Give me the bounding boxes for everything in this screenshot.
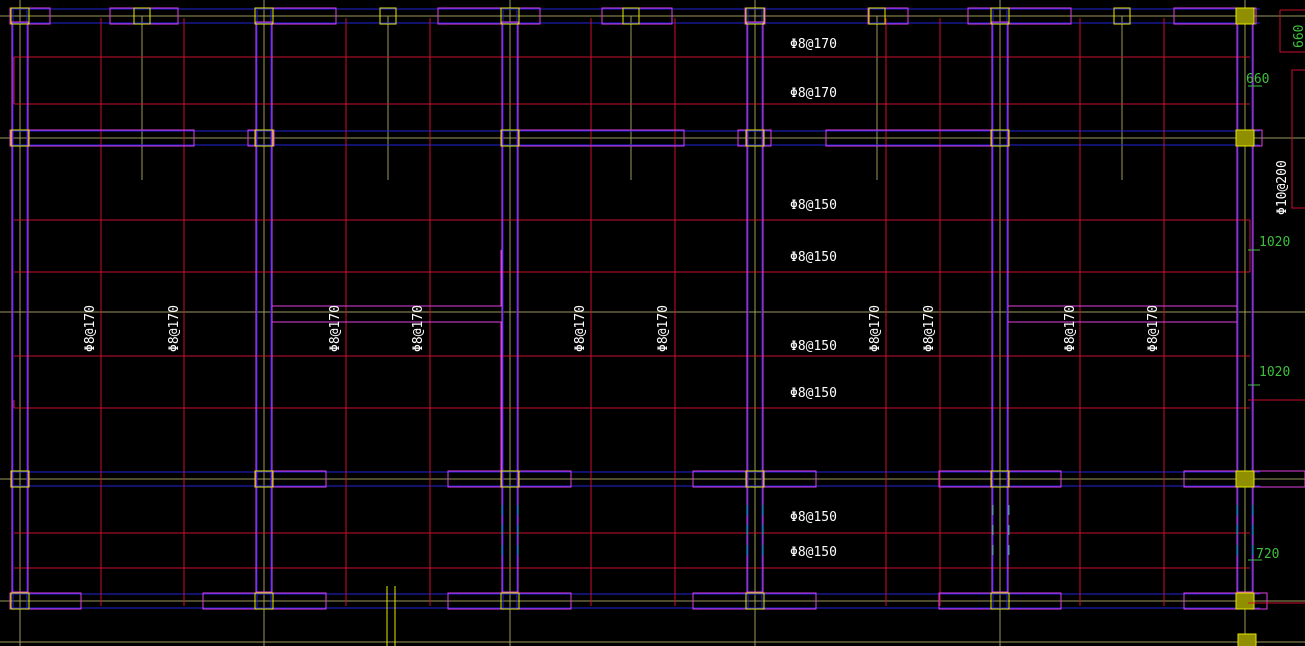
vertical-beam xyxy=(11,21,29,593)
column xyxy=(10,592,30,610)
column xyxy=(10,129,30,147)
beam-segment xyxy=(9,129,195,147)
dimension-lines xyxy=(1248,9,1305,604)
wall-return xyxy=(271,250,502,307)
rebar-label-vertical-5: Φ8@170 xyxy=(573,305,588,352)
column xyxy=(622,7,640,25)
beam-segment xyxy=(437,7,541,25)
dimension-660: 660 xyxy=(1246,72,1269,87)
column xyxy=(379,7,397,25)
column xyxy=(500,592,520,610)
column xyxy=(990,592,1010,610)
rebar-label-mid-4: Φ8@150 xyxy=(790,386,837,401)
rebar-label-vertical-6: Φ8@170 xyxy=(656,305,671,352)
rebar-label-vertical-10: Φ8@170 xyxy=(1146,305,1161,352)
column xyxy=(1235,7,1255,25)
column xyxy=(254,7,274,25)
vertical-beam xyxy=(255,21,273,593)
rebar-label-mid-2: Φ8@150 xyxy=(790,250,837,265)
rebar-label-vertical-3: Φ8@170 xyxy=(328,305,343,352)
rebar-label-vertical-1: Φ8@170 xyxy=(83,305,98,352)
rebar-label-vertical-2: Φ8@170 xyxy=(167,305,182,352)
rebar-label-top-1: Φ8@170 xyxy=(790,37,837,52)
dimension-660-top: 660 xyxy=(1292,25,1305,48)
vertical-beam xyxy=(991,21,1009,593)
dimension-1020-b: 1020 xyxy=(1259,365,1290,380)
column xyxy=(1235,592,1255,610)
rebar-label-bottom-2: Φ8@150 xyxy=(790,545,837,560)
rebar-label-mid-1: Φ8@150 xyxy=(790,198,837,213)
wall-return xyxy=(1007,250,1238,307)
column xyxy=(745,129,765,147)
beam-segment xyxy=(967,7,1072,25)
dimension-1020-a: 1020 xyxy=(1259,235,1290,250)
wall-return xyxy=(271,321,502,472)
column xyxy=(990,129,1010,147)
beam-segment xyxy=(1183,592,1268,610)
hidden-lines xyxy=(386,505,1254,646)
beam-segment xyxy=(867,7,909,25)
beam-segment xyxy=(1173,7,1257,25)
columns xyxy=(10,7,1257,646)
column xyxy=(745,7,765,25)
column xyxy=(133,7,151,25)
column xyxy=(500,470,520,488)
column xyxy=(254,470,274,488)
dimension-bracket xyxy=(1291,69,1305,209)
rebar-label-bottom-1: Φ8@150 xyxy=(790,510,837,525)
column xyxy=(1113,7,1131,25)
dimension-720: 720 xyxy=(1256,547,1279,562)
column xyxy=(868,7,886,25)
rebar-label-mid-3: Φ8@150 xyxy=(790,339,837,354)
beam-segment xyxy=(9,592,82,610)
beam-segment xyxy=(9,7,51,25)
rebar-label-vertical-9: Φ8@170 xyxy=(1063,305,1078,352)
rebar-label-vertical-4: Φ8@170 xyxy=(411,305,426,352)
column xyxy=(254,129,274,147)
column xyxy=(500,7,520,25)
column xyxy=(990,470,1010,488)
column xyxy=(254,592,274,610)
vertical-beam xyxy=(501,21,519,593)
rebar-label-vertical-8: Φ8@170 xyxy=(922,305,937,352)
column xyxy=(745,592,765,610)
rebar-label-top-2: Φ8@170 xyxy=(790,86,837,101)
column xyxy=(1237,633,1257,646)
column xyxy=(1235,470,1255,488)
column xyxy=(10,7,30,25)
column xyxy=(990,7,1010,25)
slab-rebar-lines xyxy=(13,18,1251,606)
rebar-label-vertical-7: Φ8@170 xyxy=(868,305,883,352)
column xyxy=(500,129,520,147)
dimension-bracket xyxy=(1279,10,1305,53)
column xyxy=(10,470,30,488)
column xyxy=(745,470,765,488)
vertical-beam xyxy=(746,21,764,593)
wall-return xyxy=(1007,321,1238,472)
rebar-label-right: Φ10@200 xyxy=(1275,160,1290,215)
column xyxy=(1235,129,1255,147)
